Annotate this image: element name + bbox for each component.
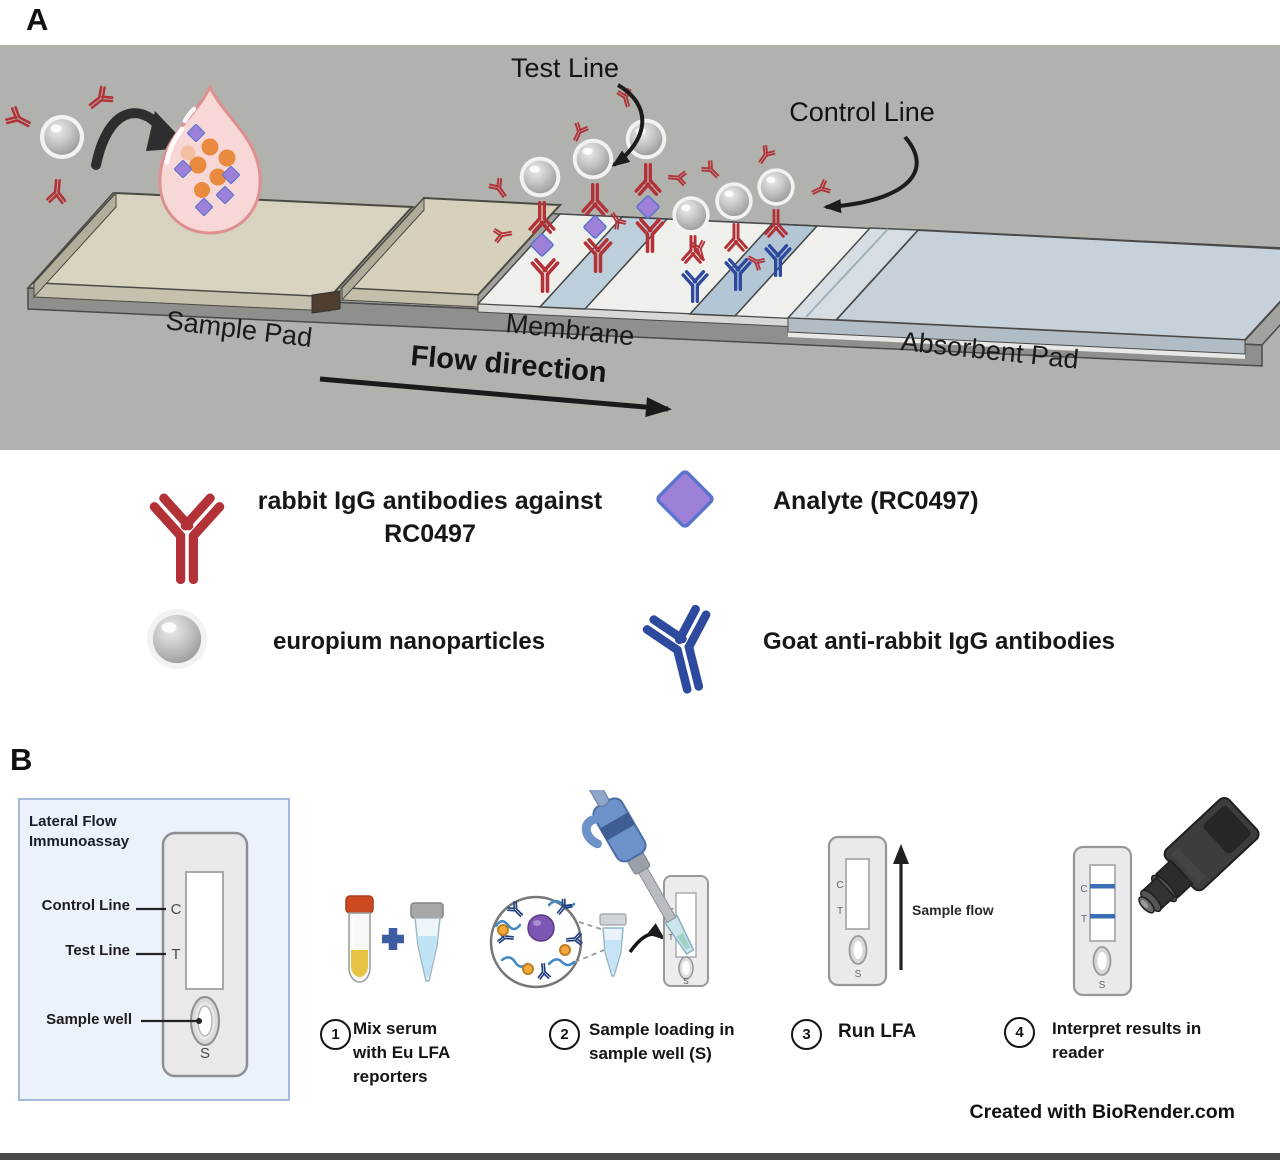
eu-nanoparticle-core (527, 914, 555, 942)
biorender-credit: Created with BioRender.com (969, 1101, 1235, 1123)
step-4-label: Interpret results in reader (1052, 1019, 1202, 1063)
step-2-number: 2 (549, 1019, 580, 1050)
control-line-annotation: Control Line (789, 97, 935, 127)
cassette-letter-s: S (683, 976, 689, 986)
result-control-line (1090, 884, 1115, 889)
control-line-leader-label: Control Line (41, 897, 130, 914)
cassette-letter-s: S (1099, 980, 1106, 991)
step-4-number: 4 (1004, 1017, 1035, 1048)
panel-a-label: A (26, 2, 49, 37)
sample-pad (31, 191, 415, 312)
panel-b-label: B (10, 742, 33, 777)
reporter-tube-icon (410, 902, 444, 982)
step-2-number-text: 2 (560, 1026, 569, 1043)
cassette-letter-s: S (855, 969, 862, 980)
step-3-number: 3 (791, 1019, 822, 1050)
legend-europium-label: europium nanoparticles (273, 628, 546, 655)
sample-flow-arrow (893, 844, 909, 970)
blue-antibody-icon (642, 599, 730, 701)
sample-well-leader-label: Sample well (46, 1011, 132, 1028)
inset-dashed-lines (574, 921, 605, 963)
serum-droplet-icon (158, 83, 262, 235)
legend-red-antibody-label: rabbit IgG antibodies against RC0497 (257, 487, 603, 548)
load-sample-arrow (628, 923, 666, 954)
reader-camera-icon (1138, 796, 1260, 914)
step3-cassette: C T S (827, 835, 888, 987)
test-line-annotation: Test Line (511, 53, 619, 83)
gray-sphere-icon (147, 609, 207, 669)
sample-flow-label: Sample flow (912, 902, 994, 918)
lfa-cassette-diagram: C T S (136, 831, 249, 1078)
conjugate-pad (339, 196, 563, 308)
pipette-icon (581, 790, 695, 955)
step2-cassette: C T S (663, 875, 709, 987)
step-4-number-text: 4 (1015, 1024, 1024, 1041)
cassette-letter-t: T (837, 906, 843, 917)
step-1-number-text: 1 (331, 1026, 340, 1043)
purple-diamond-icon (654, 468, 716, 530)
lfa-strip-illustration: Test Line Control Line Sample Pad Membra… (0, 45, 1280, 450)
result-test-line (1090, 914, 1115, 919)
europium-dots (497, 924, 571, 975)
test-line-pointer-arrow (611, 83, 645, 167)
cassette-letter-t: T (668, 932, 673, 942)
legend-goat-antibody-label: Goat anti-rabbit IgG antibodies (763, 628, 1116, 655)
cassette-letter-s: S (200, 1045, 210, 1062)
device-box-title: Lateral Flow Immunoassay (29, 813, 130, 850)
control-line-pointer-arrow (823, 135, 919, 214)
flow-direction-arrow (319, 376, 672, 418)
step-1-label: Mix serum with Eu LFA reporters (353, 1019, 450, 1087)
cassette-letter-c: C (1080, 884, 1087, 895)
legend-analyte-label: Analyte (RC0497) (773, 487, 979, 515)
step-3-number-text: 3 (802, 1026, 811, 1043)
reporter-inset-icon (489, 895, 584, 989)
plus-icon (382, 928, 404, 950)
lfa-strip (26, 191, 1280, 367)
step-3-label: Run LFA (838, 1021, 917, 1042)
mixed-sample-tube-icon (599, 913, 627, 977)
test-line-leader-label: Test Line (65, 942, 130, 959)
red-antibody-icon (147, 491, 227, 584)
workflow-illustration: C T S (136, 790, 1260, 1078)
cassette-letter-t: T (1081, 914, 1087, 925)
cassette-letter-c: C (171, 901, 182, 918)
step-1-number: 1 (320, 1019, 351, 1050)
cassette-letter-t: T (171, 946, 180, 963)
leader-lines (136, 907, 197, 1023)
cassette-letter-c: C (836, 880, 843, 891)
step4-cassette: C T S (1072, 845, 1133, 997)
absorbent-pad (786, 227, 1280, 359)
blood-tube-icon (345, 895, 374, 983)
step-2-label: Sample loading in sample well (S) (589, 1020, 735, 1064)
figure-bottom-border (0, 1153, 1280, 1160)
